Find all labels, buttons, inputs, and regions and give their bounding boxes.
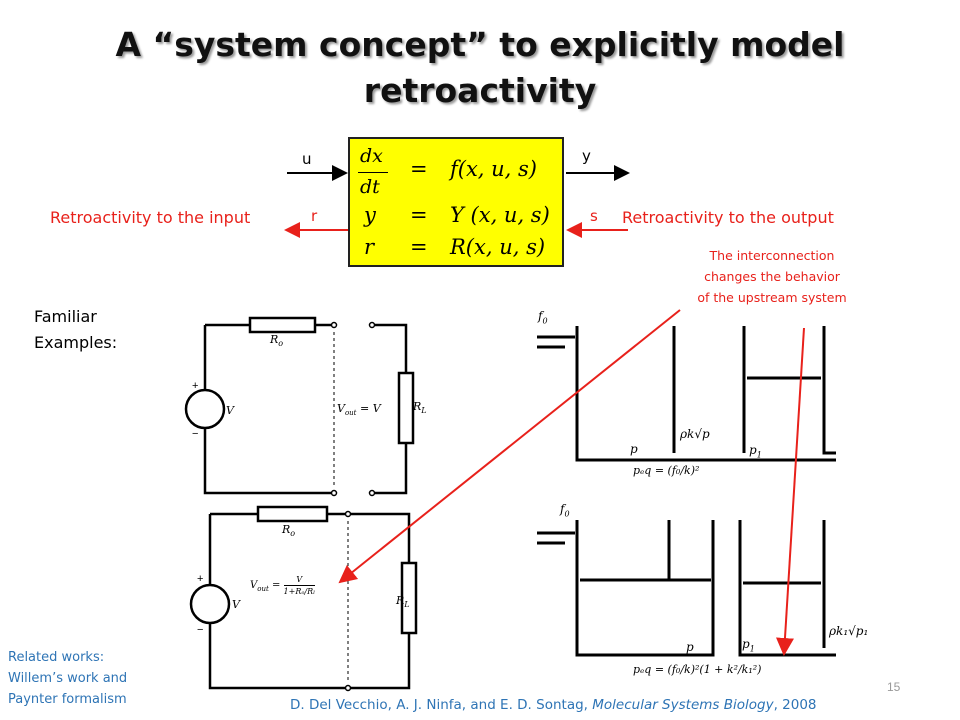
top-f0-label: f0 bbox=[538, 309, 548, 326]
eq2-lhs: y bbox=[364, 203, 376, 227]
citation-year: , 2008 bbox=[773, 697, 817, 713]
eq1-lhs-num: dx bbox=[360, 145, 383, 167]
eq3-rhs: R(x, u, s) bbox=[450, 235, 546, 259]
label-s: s bbox=[590, 207, 598, 225]
bottom-vout-label: Vout = V 1+Rₒ/Rₗ bbox=[250, 575, 316, 596]
retroactivity-input-label: Retroactivity to the input bbox=[50, 208, 251, 227]
top-vout-label: Vout = V bbox=[337, 402, 381, 418]
note-line-3: of the upstream system bbox=[697, 290, 847, 305]
top-plus-sign: + bbox=[192, 380, 199, 392]
top-p1-label: p1 bbox=[749, 443, 762, 460]
top-minus-sign: − bbox=[192, 428, 199, 440]
eq1-fraction-bar bbox=[358, 172, 388, 173]
slide-title: A “system concept” to explicitly model r… bbox=[60, 22, 900, 114]
title-line-2: retroactivity bbox=[363, 71, 597, 110]
note-line-2: changes the behavior bbox=[704, 269, 840, 284]
label-u: u bbox=[302, 150, 312, 168]
related-works-note: Related works: Willem’s work and Paynter… bbox=[8, 647, 127, 710]
eq2-rhs: Y (x, u, s) bbox=[450, 203, 550, 227]
eq1-rhs: f(x, u, s) bbox=[450, 157, 538, 181]
top-v-label: V bbox=[226, 404, 234, 417]
annotation-arrow-to-tank bbox=[775, 327, 805, 656]
bottom-tanks bbox=[537, 520, 836, 657]
top-peq-label: pₑq = (f₀/k)² bbox=[633, 464, 700, 477]
bottom-circuit bbox=[189, 505, 418, 692]
citation: D. Del Vecchio, A. J. Ninfa, and E. D. S… bbox=[290, 697, 817, 713]
top-p-label: p bbox=[630, 442, 638, 456]
bottom-p-label: p bbox=[686, 640, 694, 654]
related-line-3: Paynter formalism bbox=[8, 692, 127, 707]
eq3-lhs: r bbox=[364, 235, 375, 259]
top-rl-label: RL bbox=[413, 400, 427, 416]
citation-authors: D. Del Vecchio, A. J. Ninfa, and E. D. S… bbox=[290, 697, 593, 713]
familiar-line-1: Familiar bbox=[34, 307, 97, 326]
annotation-arrow-to-circuit bbox=[338, 309, 681, 584]
annotation-arrows bbox=[338, 309, 805, 656]
eq1-equals: = bbox=[410, 157, 428, 181]
familiar-examples-label: Familiar Examples: bbox=[34, 304, 117, 356]
eq1-lhs-den: dt bbox=[360, 176, 380, 198]
related-line-2: Willem’s work and bbox=[8, 671, 128, 686]
top-circuit bbox=[184, 316, 415, 497]
retroactivity-output-label: Retroactivity to the output bbox=[622, 208, 834, 227]
eq2-equals: = bbox=[410, 203, 428, 227]
top-tanks bbox=[537, 326, 836, 462]
system-equation-box: dx dt = f(x, u, s) y = Y (x, u, s) r = R… bbox=[348, 137, 564, 267]
bottom-peq-label: pₑq = (f₀/k)²(1 + k²/k₁²) bbox=[633, 663, 762, 676]
label-r: r bbox=[311, 207, 318, 225]
familiar-line-2: Examples: bbox=[34, 333, 118, 352]
top-ro-label: Ro bbox=[270, 333, 284, 349]
interconnection-note: The interconnection changes the behavior… bbox=[668, 245, 876, 308]
bottom-v-label: V bbox=[232, 598, 240, 611]
top-rho-label: ρk√p bbox=[680, 427, 710, 441]
page-number: 15 bbox=[887, 680, 901, 694]
title-line-1: A “system concept” to explicitly model bbox=[115, 25, 845, 64]
eq3-equals: = bbox=[410, 235, 428, 259]
bottom-rl-label: RL bbox=[396, 594, 410, 610]
citation-journal: Molecular Systems Biology bbox=[592, 697, 774, 713]
bottom-ro-label: Ro bbox=[282, 523, 296, 539]
bottom-rho-label: ρk₁√p₁ bbox=[829, 624, 869, 638]
note-line-1: The interconnection bbox=[709, 248, 835, 263]
related-line-1: Related works: bbox=[8, 650, 105, 665]
bottom-minus-sign: − bbox=[197, 624, 204, 636]
bottom-p1-label: p1 bbox=[742, 637, 755, 654]
bottom-plus-sign: + bbox=[197, 573, 204, 585]
bottom-f0-label: f0 bbox=[560, 502, 570, 519]
label-y: y bbox=[582, 147, 591, 165]
